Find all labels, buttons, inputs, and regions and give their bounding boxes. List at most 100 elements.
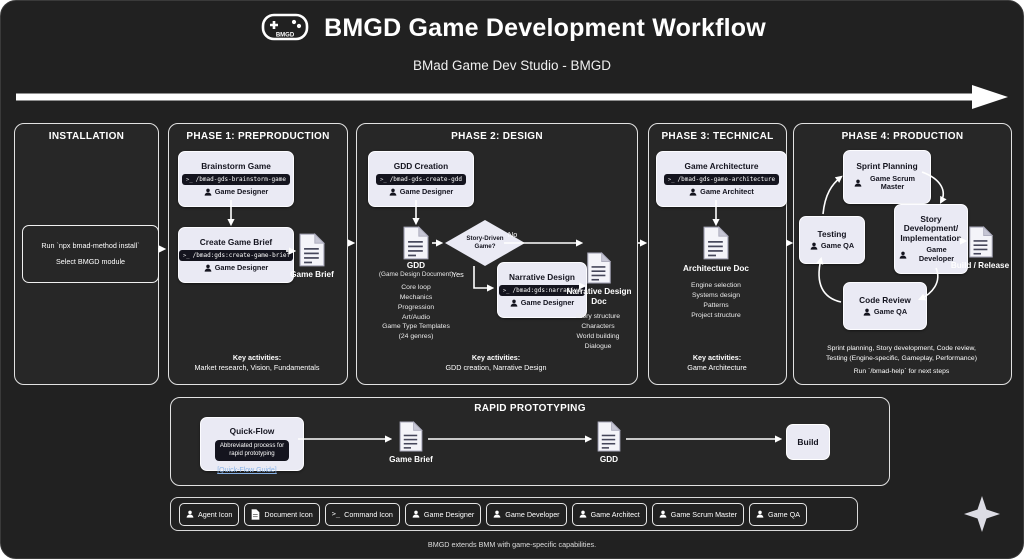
- decision-no-label: No: [508, 230, 518, 239]
- command-icon: >_: [502, 287, 510, 294]
- gdd-doc-name: GDD: [406, 261, 426, 270]
- gamepad-icon-label: BMGD: [276, 33, 295, 39]
- review-title: Code Review: [859, 294, 911, 305]
- gdd-creation-agent-name: Game Designer: [399, 187, 454, 197]
- brainstorm-game-box: Brainstorm Game >_ /bmad-gds-brainstorm-…: [178, 151, 294, 207]
- architecture-command-badge: >_ /bmad-gds-game-architecture: [663, 174, 780, 186]
- sprint-agent: Game Scrum Master: [854, 173, 921, 192]
- agent-icon: [689, 188, 697, 196]
- agent-icon: [899, 251, 907, 259]
- list-item: Dialogue: [584, 342, 612, 350]
- narrative-command-text: /bmad:gds:narrative: [512, 287, 582, 295]
- story-agent: Game Developer: [899, 246, 963, 263]
- rapid-gdd-doc-icon: [597, 421, 621, 452]
- legend: Agent Icon Document Icon >_ Command Icon…: [170, 497, 858, 531]
- list-item: Progression: [397, 303, 435, 311]
- story-title: Story Development/ Implementation: [900, 213, 962, 243]
- architecture-command-text: /bmad-gds-game-architecture: [677, 176, 776, 184]
- build-release-doc-icon: [969, 226, 994, 258]
- gdd-creation-box: GDD Creation >_ /bmad-gds-create-gdd Gam…: [368, 151, 474, 207]
- rapid-game-brief-doc-icon: [399, 421, 423, 452]
- brainstorm-agent-name: Game Designer: [214, 187, 269, 197]
- narrative-command-badge: >_ /bmad:gds:narrative: [498, 285, 586, 297]
- agent-icon: [863, 308, 871, 316]
- list-item: Story structure: [575, 313, 621, 320]
- sprint-title: Sprint Planning: [856, 161, 918, 172]
- installation-line2: Select BMGD module: [55, 256, 126, 266]
- legend-game-scrum-master-item: Game Scrum Master: [651, 502, 745, 526]
- brainstorm-command-text: /bmad-gds-brainstorm-game: [195, 176, 286, 184]
- agent-icon: [389, 188, 397, 196]
- list-item: Engine selection: [691, 282, 741, 289]
- command-icon: >_: [380, 176, 387, 183]
- rapid-gdd-label: GDD: [599, 455, 619, 464]
- agent-icon: [510, 299, 518, 307]
- gdd-doc-subtitle: (Game Design Document): [378, 271, 454, 278]
- phase1-key-text: Market research, Vision, Fundamentals: [194, 363, 320, 373]
- phase4-summary-line1: Sprint planning, Story development, Code…: [827, 345, 976, 352]
- agent-icon: [854, 179, 861, 187]
- sparkle-icon[interactable]: [962, 494, 1002, 534]
- game-brief-document-icon: [299, 233, 325, 267]
- sprint-agent-name: Game Scrum Master: [869, 173, 916, 192]
- command-icon: >_: [331, 510, 341, 518]
- legend-document-icon-item: Document Icon: [244, 502, 320, 526]
- list-item: Core loop: [401, 284, 431, 291]
- narrative-doc-name: Narrative Design Doc: [566, 287, 632, 307]
- game-brief-doc-label: Game Brief: [290, 270, 334, 279]
- testing-box: Testing Game QA: [799, 216, 865, 264]
- document-icon: [251, 508, 260, 520]
- command-icon: >_: [183, 252, 190, 259]
- phase4-summary-line3: Run `/bmad-help` for next steps: [853, 367, 950, 375]
- testing-agent: Game QA: [810, 241, 855, 251]
- gdd-creation-agent: Game Designer: [389, 187, 454, 197]
- installation-line1: Run `npx bmad-method install`: [41, 240, 140, 250]
- quick-flow-guide-link[interactable]: [Quick-Flow Guide]: [217, 467, 277, 474]
- testing-agent-name: Game QA: [820, 241, 855, 251]
- quick-flow-box: Quick-Flow Abbreviated process for rapid…: [200, 417, 304, 471]
- agent-icon: [579, 510, 586, 518]
- create-brief-command-badge: >_ /bmad:gds:create-game-brief: [179, 250, 293, 262]
- agent-icon: [186, 510, 194, 518]
- quick-flow-desc-line2: rapid prototyping: [229, 450, 275, 458]
- phase2-panel-title: PHASE 2: DESIGN: [451, 131, 543, 142]
- phase3-key-text: Game Architecture: [687, 363, 747, 373]
- narrative-agent: Game Designer: [510, 298, 575, 308]
- installation-panel-title: INSTALLATION: [48, 131, 125, 142]
- sprint-planning-box: Sprint Planning Game Scrum Master: [843, 150, 931, 204]
- legend-label: Agent Icon: [198, 509, 233, 519]
- phase3-key-label: Key activities:: [692, 353, 742, 362]
- gdd-creation-command-text: /bmad-gds-create-gdd: [389, 176, 462, 184]
- build-release-label: Build / Release: [950, 261, 1010, 270]
- story-agent-name: Game Developer: [918, 245, 955, 263]
- narrative-design-box: Narrative Design >_ /bmad:gds:narrative …: [497, 262, 587, 318]
- narrative-title: Narrative Design: [509, 271, 575, 282]
- create-game-brief-box: Create Game Brief >_ /bmad:gds:create-ga…: [178, 227, 294, 283]
- phase1-key-activities: Key activities: Market research, Vision,…: [172, 353, 342, 374]
- narrative-doc-items: Story structure Characters World buildin…: [562, 312, 634, 351]
- architecture-doc-icon: [703, 226, 729, 260]
- agent-icon: [493, 510, 501, 518]
- phase1-panel-title: PHASE 1: PREPRODUCTION: [186, 131, 330, 142]
- page-title: BMGD Game Development Workflow: [324, 13, 766, 42]
- list-item: Project structure: [691, 311, 741, 319]
- legend-agent-icon-item: Agent Icon: [179, 502, 240, 526]
- phase3-panel-title: PHASE 3: TECHNICAL: [661, 131, 774, 142]
- legend-label: Game Architect: [590, 509, 640, 519]
- decision-yes-label: Yes: [452, 270, 464, 279]
- list-item: World building: [576, 332, 620, 340]
- legend-label: Command Icon: [344, 509, 393, 519]
- list-item: (24 genres): [398, 333, 434, 341]
- phase4-summary-line2: Testing (Engine-specific, Gameplay, Perf…: [826, 354, 977, 362]
- installation-panel: INSTALLATION: [14, 123, 159, 385]
- brainstorm-command-badge: >_ /bmad-gds-brainstorm-game: [182, 174, 290, 186]
- game-architecture-box: Game Architecture >_ /bmad-gds-game-arch…: [656, 151, 787, 207]
- command-icon: >_: [186, 176, 193, 183]
- quick-flow-desc: Abbreviated process for rapid prototypin…: [214, 439, 290, 461]
- legend-game-designer-item: Game Designer: [404, 502, 482, 526]
- create-brief-agent-name: Game Designer: [214, 263, 269, 273]
- phase1-key-label: Key activities:: [232, 353, 282, 362]
- list-item: Art/Audio: [402, 313, 430, 321]
- rapid-game-brief-label: Game Brief: [389, 455, 433, 464]
- narrative-agent-name: Game Designer: [520, 298, 575, 308]
